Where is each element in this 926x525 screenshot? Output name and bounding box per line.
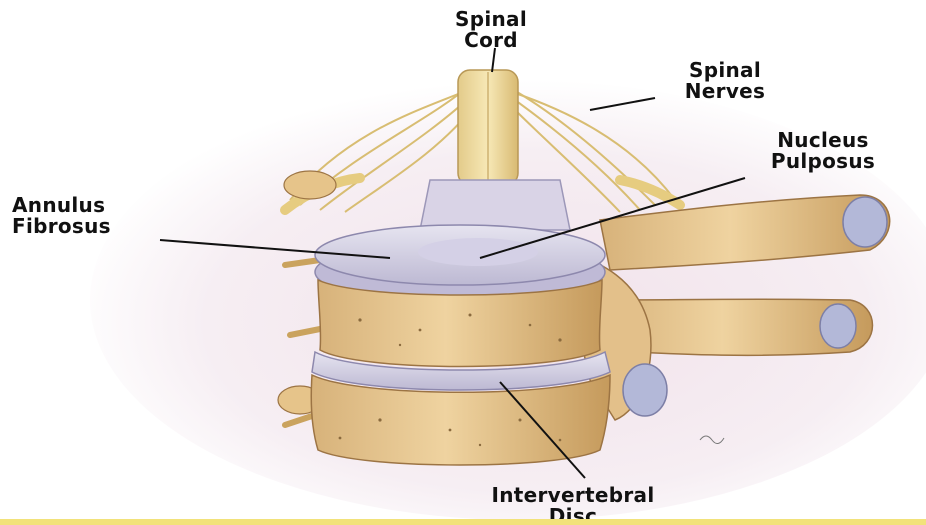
lower-right-facet [623,364,667,416]
bottom-edge-strip [0,519,926,525]
lower-facet [820,304,856,348]
label-nucleus-pulposus-line2: Pulposus [748,151,898,172]
label-spinal-nerves-line2: Nerves [660,81,790,102]
label-spinal-nerves-line1: Spinal [660,60,790,81]
label-spinal-cord: Spinal Cord [436,9,546,51]
upper-facet [843,197,887,247]
dural-sleeve [420,180,570,230]
label-spinal-cord-line1: Spinal [436,9,546,30]
label-annulus-fibrosus-line2: Fibrosus [12,216,172,237]
label-intervertebral-disc-line1: Intervertebral [478,485,668,506]
label-annulus-fibrosus: Annulus Fibrosus [12,195,172,237]
label-nucleus-pulposus: Nucleus Pulposus [748,130,898,172]
label-spinal-cord-line2: Cord [436,30,546,51]
label-annulus-fibrosus-line1: Annulus [12,195,172,216]
nucleus-pulposus [418,238,538,266]
label-spinal-nerves: Spinal Nerves [660,60,790,102]
label-nucleus-pulposus-line1: Nucleus [748,130,898,151]
